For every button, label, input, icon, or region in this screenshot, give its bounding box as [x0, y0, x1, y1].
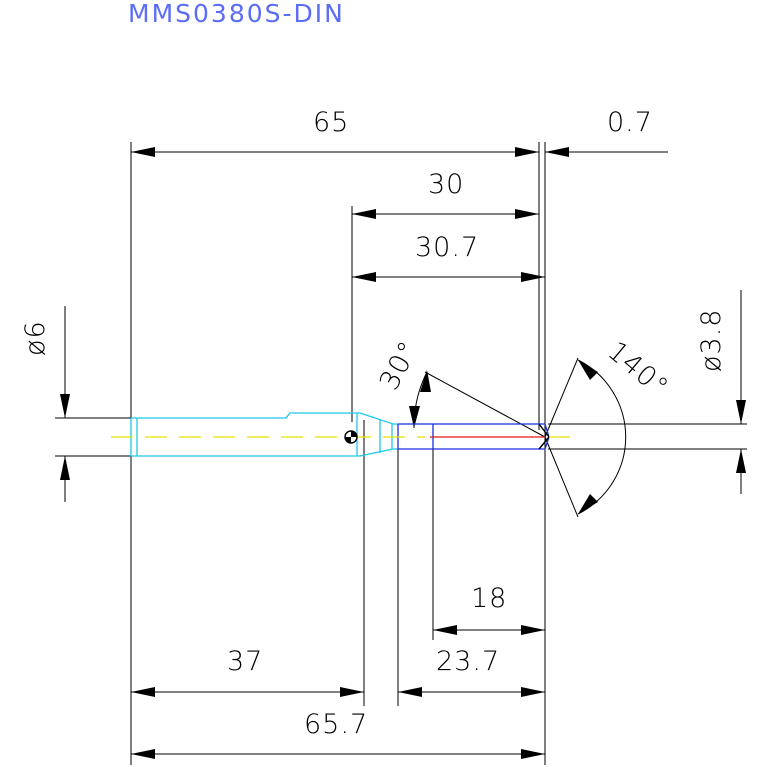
dim-23-7: 23.7: [436, 646, 500, 677]
dim-30: 30: [428, 169, 464, 200]
dim-65: 65: [313, 107, 349, 138]
dim-18: 18: [471, 583, 507, 614]
drawing-title: MMS0380S-DIN: [128, 0, 345, 28]
dim-angle-140: 140°: [602, 336, 675, 404]
tool-body: [111, 412, 570, 457]
dim-diameter-3-8: ø3.8: [696, 309, 727, 372]
extension-lines: [55, 142, 747, 765]
dim-30-7: 30.7: [415, 232, 479, 263]
dim-diameter-6: ø6: [20, 320, 51, 356]
dim-angle-30: 30°: [374, 336, 425, 395]
angle-annotations: [409, 357, 627, 518]
dim-0-7: 0.7: [607, 107, 653, 138]
dim-65-7: 65.7: [304, 709, 368, 740]
dim-37: 37: [227, 646, 263, 677]
dimension-lines: [60, 147, 746, 759]
